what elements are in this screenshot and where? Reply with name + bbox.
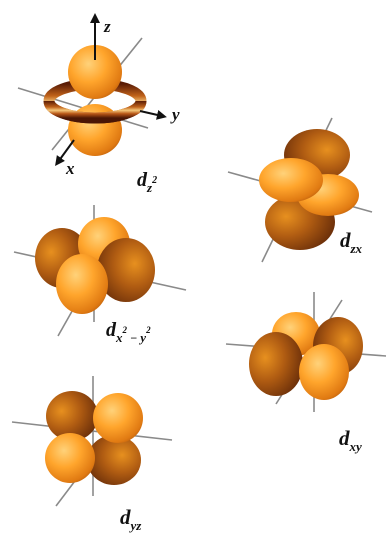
orbital-label-dx2y2: dx2 − y2 (106, 319, 151, 345)
dxy-orbital: dxy (225, 292, 387, 454)
dx2y2-orbital: dx2 − y2 (13, 205, 187, 345)
orbital-torus-front (43, 100, 147, 124)
orbital-lobe (45, 433, 95, 483)
x-axis-label: x (65, 159, 75, 178)
orbital-lobe (93, 393, 143, 443)
z-axis-label: z (103, 17, 111, 36)
dyz-orbital: dyz (11, 376, 173, 533)
dzx-orbital: dzx (227, 117, 373, 263)
orbital-label-dz2: dz2 (137, 169, 157, 195)
dz2-orbital: z y x dz2 (17, 13, 180, 195)
orbital-label-dyz: dyz (120, 505, 142, 533)
orbital-lobe (87, 435, 141, 485)
orbital-lobe (299, 344, 349, 400)
orbital-lobe (259, 158, 323, 202)
orbital-lobe (56, 254, 108, 314)
y-axis-arrow (139, 110, 167, 120)
orbital-lobe (97, 238, 155, 302)
orbital-lobe (46, 391, 98, 441)
x-axis-arrow (55, 139, 75, 167)
y-axis-label: y (170, 105, 180, 124)
orbital-label-dxy: dxy (339, 426, 362, 454)
orbital-lobe (68, 45, 122, 99)
orbital-label-dzx: dzx (340, 228, 363, 256)
orbital-lobe (249, 332, 303, 396)
